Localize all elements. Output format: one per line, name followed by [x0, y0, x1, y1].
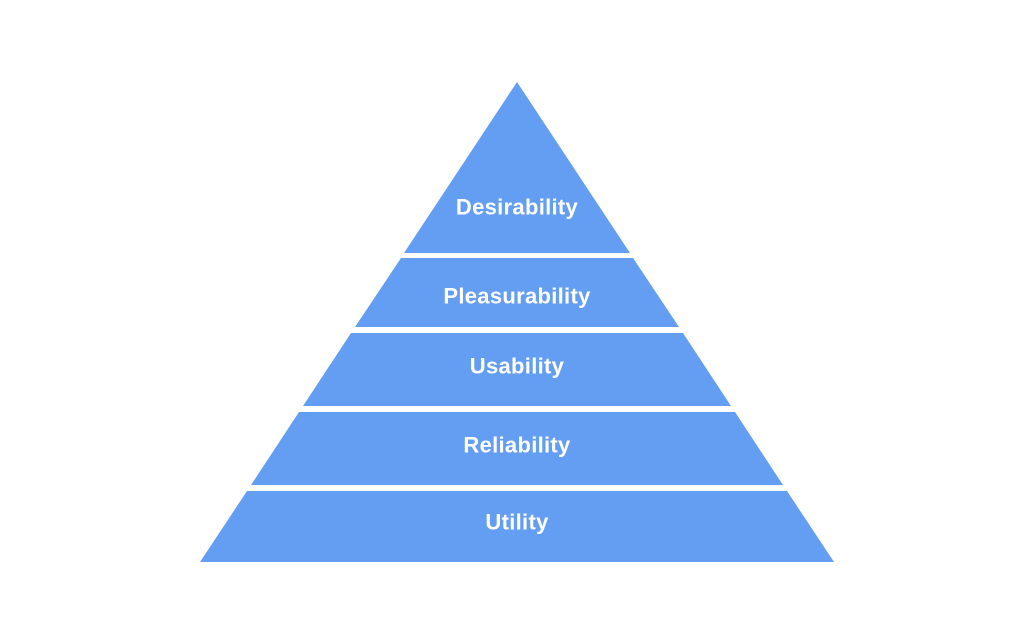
pyramid-label-reliability: Reliability — [463, 433, 571, 458]
pyramid-segment-desirability — [404, 82, 630, 253]
pyramid-label-pleasurability: Pleasurability — [443, 284, 591, 309]
pyramid-segment-utility — [200, 491, 834, 562]
pyramid-level-usability: Usability — [303, 333, 731, 406]
pyramid-level-pleasurability: Pleasurability — [355, 258, 679, 327]
pyramid-level-reliability: Reliability — [251, 412, 783, 485]
pyramid-level-desirability: Desirability — [404, 82, 630, 253]
pyramid-level-utility: Utility — [200, 491, 834, 562]
pyramid-segment-reliability — [251, 412, 783, 485]
pyramid-segment-pleasurability — [355, 258, 679, 327]
pyramid-label-utility: Utility — [485, 510, 549, 535]
pyramid-label-desirability: Desirability — [456, 195, 579, 220]
pyramid-label-usability: Usability — [470, 354, 565, 379]
pyramid-segment-usability — [303, 333, 731, 406]
